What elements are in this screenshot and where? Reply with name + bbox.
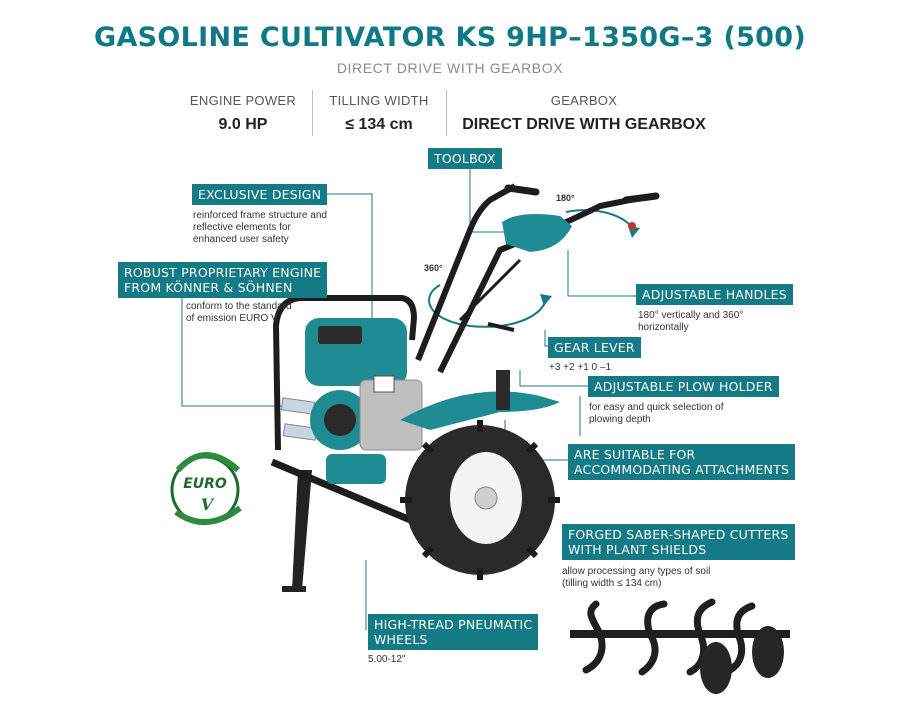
callout-wheels: HIGH-TREAD PNEUMATIC WHEELS: [368, 614, 539, 650]
cutters-note: allow processing any types of soil (till…: [562, 566, 710, 590]
gear-lever-note: +3 +2 +1 0 –1: [549, 362, 612, 373]
callout-adjustable-handles: ADJUSTABLE HANDLES: [636, 284, 793, 305]
cutters-note-line2: (tilling width ≤ 134 cm): [562, 578, 662, 589]
spec-gearbox: GEARBOX DIRECT DRIVE WITH GEARBOX: [452, 93, 716, 134]
spec-value: 9.0 HP: [218, 116, 268, 133]
svg-text:V: V: [201, 495, 215, 514]
cutters-label-line2: WITH PLANT SHIELDS: [568, 542, 707, 557]
attachments-label-line2: ACCOMMODATING ATTACHMENTS: [574, 462, 790, 477]
engine-note: conform to the standard of emission EURO…: [186, 301, 292, 324]
svg-text:EURO: EURO: [183, 476, 227, 492]
page-title: GASOLINE CULTIVATOR KS 9HP–1350G–3 (500): [94, 22, 806, 53]
engine-label-line1: ROBUST PROPRIETARY ENGINE: [124, 265, 322, 280]
plow-holder-note: for easy and quick selection of plowing …: [589, 402, 724, 425]
callout-cutters: FORGED SABER-SHAPED CUTTERS WITH PLANT S…: [562, 524, 795, 560]
wheels-label-line2: WHEELS: [374, 632, 428, 647]
attachments-label-line1: ARE SUITABLE FOR: [574, 447, 696, 462]
callout-exclusive-design: EXCLUSIVE DESIGN: [192, 184, 328, 205]
engine-label-line2: FROM KÖNNER & SÖHNEN: [124, 280, 293, 295]
callout-engine: ROBUST PROPRIETARY ENGINE FROM KÖNNER & …: [118, 262, 328, 298]
spec-label: TILLING WIDTH: [329, 93, 429, 108]
tiller-cutters-icon: [570, 598, 790, 694]
angle-360-label: 360°: [424, 263, 443, 273]
callout-plow-holder: ADJUSTABLE PLOW HOLDER: [588, 376, 779, 397]
spec-divider: [446, 90, 447, 136]
spec-label: ENGINE POWER: [189, 93, 297, 108]
exclusive-design-note: reinforced frame structure and reflectiv…: [193, 210, 327, 245]
spec-divider: [312, 90, 313, 136]
page-subtitle: DIRECT DRIVE WITH GEARBOX: [336, 60, 564, 76]
callout-gear-lever: GEAR LEVER: [548, 337, 641, 358]
cutters-note-line1: allow processing any types of soil: [562, 566, 711, 577]
handles-note: 180° vertically and 360° horizontally: [638, 310, 744, 333]
spec-engine-power: ENGINE POWER 9.0 HP: [180, 93, 306, 134]
wheels-note: 5.00-12": [368, 654, 406, 665]
euro-v-badge-icon: EURO V: [170, 452, 242, 526]
wheels-label-line1: HIGH-TREAD PNEUMATIC: [374, 617, 533, 632]
spec-value: DIRECT DRIVE WITH GEARBOX: [462, 116, 706, 133]
callout-attachments: ARE SUITABLE FOR ACCOMMODATING ATTACHMEN…: [568, 444, 796, 480]
spec-label: GEARBOX: [550, 93, 618, 108]
spec-tilling-width: TILLING WIDTH ≤ 134 cm: [320, 93, 438, 134]
callout-toolbox: TOOLBOX: [428, 148, 502, 169]
angle-180-label: 180°: [556, 193, 575, 203]
spec-value: ≤ 134 cm: [345, 116, 413, 133]
cutters-label-line1: FORGED SABER-SHAPED CUTTERS: [568, 527, 789, 542]
